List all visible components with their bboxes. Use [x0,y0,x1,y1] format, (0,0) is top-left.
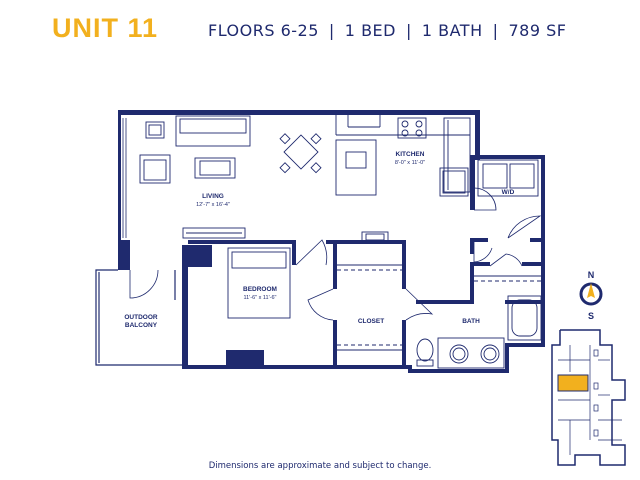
floors-label: FLOORS 6-25 [208,21,319,40]
key-plan [551,329,626,466]
compass-south: S [588,311,594,321]
balcony [95,269,182,366]
balcony-door [129,269,159,299]
living-furniture [139,115,251,239]
unit-highlight [557,374,589,392]
living-label: LIVING [202,193,224,200]
compass-north: N [588,270,595,280]
closet-shelves [337,264,402,351]
baths-label: 1 BATH [421,21,483,40]
exterior-walls [118,110,545,373]
balcony-label-line2: BALCONY [125,322,158,329]
kitchen-label: KITCHEN [396,151,425,158]
washer-dryer [477,159,539,197]
balcony-label-line1: OUTDOOR [124,314,158,321]
wd-label: W/D [502,189,515,196]
bedroom-label: BEDROOM [243,286,277,293]
unit-title: UNIT 11 [52,13,159,43]
kitchen-dims: 8'-0" x 11'-0" [395,160,425,166]
separator: | [492,21,499,40]
bath-fixtures [416,275,542,369]
bath-label: BATH [462,318,480,325]
unit-specs: FLOORS 6-25 | 1 BED | 1 BATH | 789 SF [208,21,566,40]
closet-label: CLOSET [358,318,384,325]
kitchen-fixtures [335,115,471,243]
separator: | [405,21,412,40]
windows [122,118,188,330]
bedroom-furniture [227,247,291,319]
separator: | [328,21,335,40]
disclaimer: Dimensions are approximate and subject t… [208,461,432,471]
area-label: 789 SF [508,21,567,40]
bedroom-dims: 11'-6" x 11'-6" [243,295,276,301]
door-swings [295,187,542,321]
compass-icon: N S [579,270,603,321]
beds-label: 1 BED [344,21,396,40]
dining-table [279,133,322,174]
living-dims: 12'-7" x 16'-4" [196,202,230,208]
